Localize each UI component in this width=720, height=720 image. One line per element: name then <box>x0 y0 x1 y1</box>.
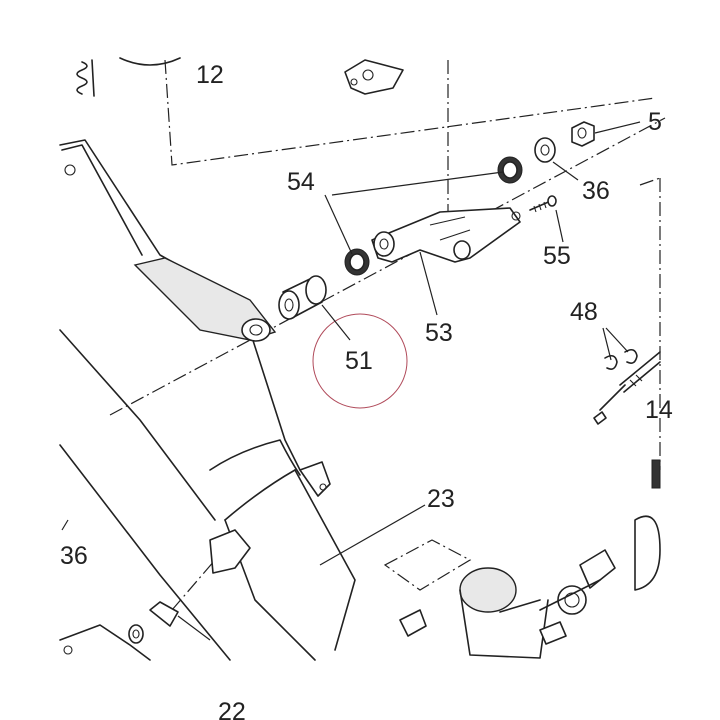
part-55-screw <box>529 195 557 213</box>
right-edge-parts <box>539 459 661 615</box>
washer-left <box>241 318 271 342</box>
part-53-bracket <box>371 207 521 263</box>
part-label-53: 53 <box>425 319 453 347</box>
part-36-washer-top <box>534 137 556 163</box>
part-48-clips <box>604 348 638 370</box>
part-54-bush-left <box>344 248 370 276</box>
spring-fragment <box>76 59 95 97</box>
nut-top-right <box>571 121 595 147</box>
leader-lines <box>61 121 641 641</box>
part-label-54: 54 <box>287 168 315 196</box>
part-label-36-top: 36 <box>582 177 610 205</box>
bottom-left-parts <box>59 601 427 661</box>
part-label-36-left: 36 <box>60 542 88 570</box>
part-label-edge-top-right: 5 <box>648 108 662 136</box>
part-54-bush-right <box>497 156 523 184</box>
reference-line-right <box>639 177 661 470</box>
reference-box-bottom <box>383 539 472 591</box>
cable-end <box>593 351 661 425</box>
pipe-tab-lower <box>209 461 331 574</box>
reference-line-bottom <box>171 559 216 611</box>
part-label-12: 12 <box>196 61 224 89</box>
part-label-edge-bottom: 22 <box>218 698 246 720</box>
part-label-23: 23 <box>427 485 455 513</box>
exhaust-pipe <box>59 139 356 661</box>
part-label-48: 48 <box>570 298 598 326</box>
bottom-canister <box>459 567 567 659</box>
reference-line-top <box>164 59 656 166</box>
highlight-circle-51 <box>312 313 408 409</box>
part-12-fragment <box>119 57 181 66</box>
top-bracket-fragment <box>344 59 404 95</box>
part-label-55: 55 <box>543 242 571 270</box>
axis-line-main <box>109 117 666 416</box>
part-51-spacer <box>278 275 327 320</box>
part-label-51: 51 <box>345 347 373 375</box>
part-label-edge-right: 14 <box>645 396 673 424</box>
